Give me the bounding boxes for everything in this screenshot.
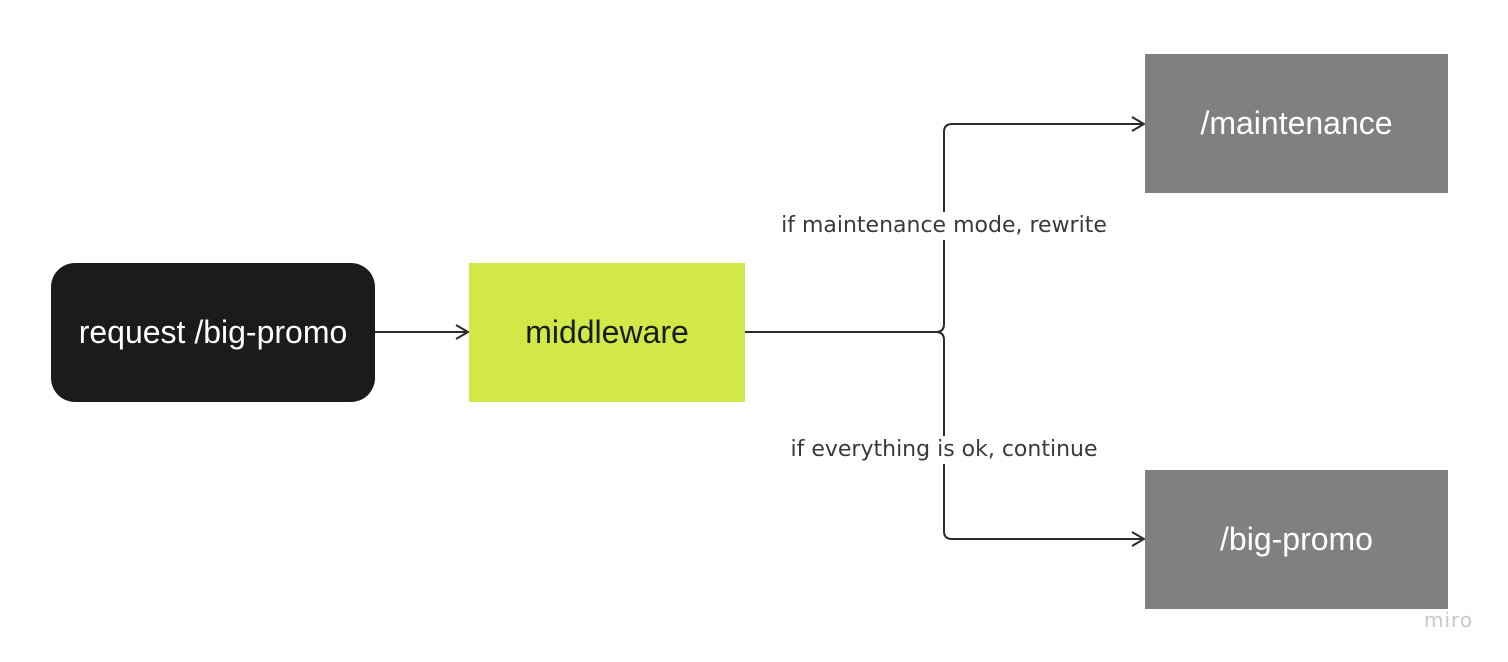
node-request-label: request /big-promo xyxy=(78,314,348,350)
node-request[interactable]: request /big-promo xyxy=(51,263,375,402)
node-maintenance-label: /maintenance xyxy=(1200,105,1393,141)
edge-label-rewrite: if maintenance mode, rewrite xyxy=(779,212,1109,240)
edge-label-continue: if everything is ok, continue xyxy=(788,436,1100,464)
node-big-promo[interactable]: /big-promo xyxy=(1145,470,1448,609)
node-middleware[interactable]: middleware xyxy=(469,263,745,402)
miro-watermark: miro xyxy=(1424,608,1474,632)
arrow-to-maintenance xyxy=(935,124,1144,333)
node-maintenance[interactable]: /maintenance xyxy=(1145,54,1448,193)
arrow-to-big-promo xyxy=(935,331,1144,539)
node-big-promo-label: /big-promo xyxy=(1220,521,1373,557)
node-middleware-label: middleware xyxy=(525,314,689,350)
